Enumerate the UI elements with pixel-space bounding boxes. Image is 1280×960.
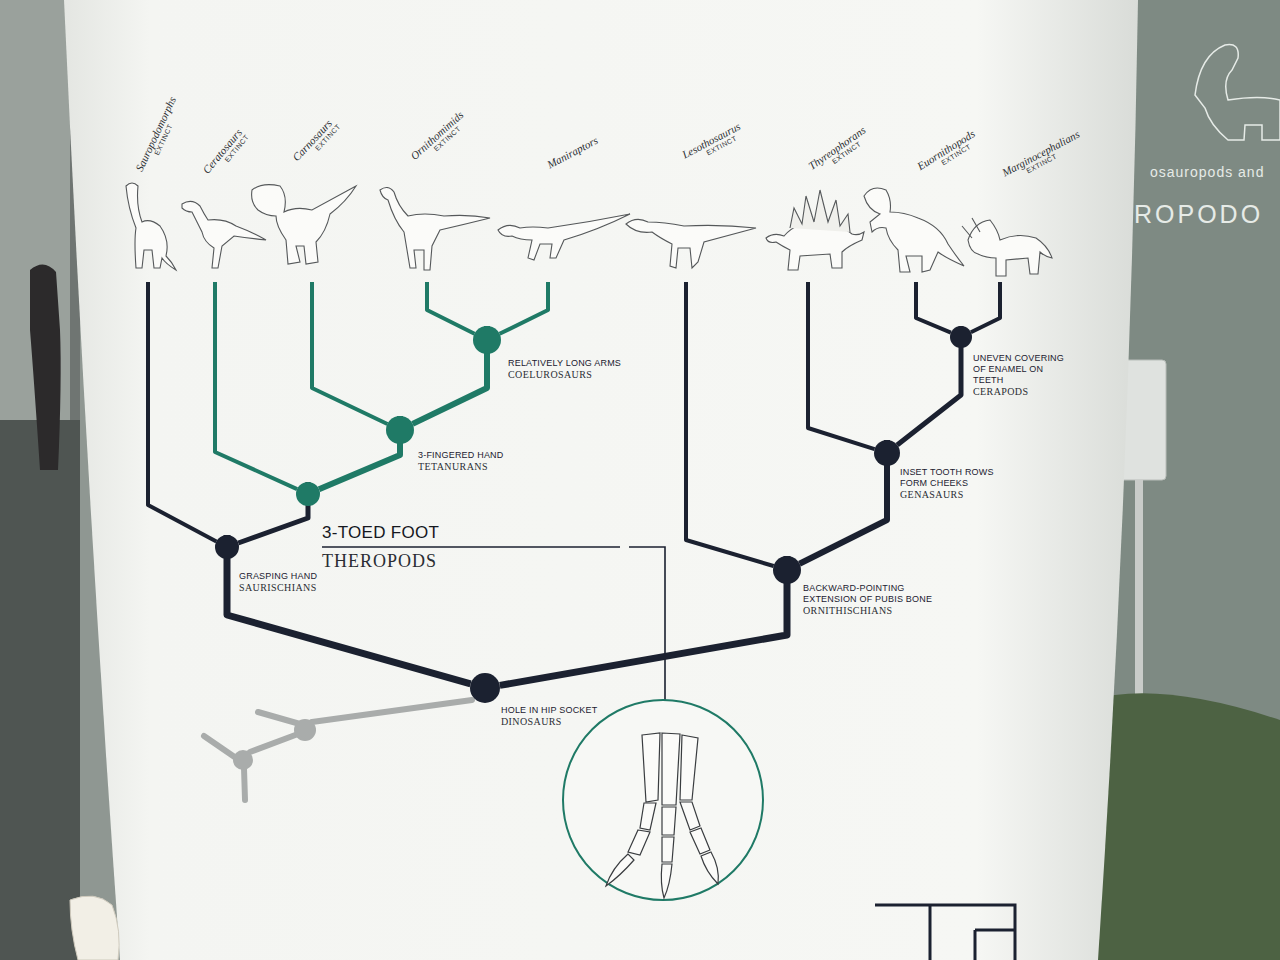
- taxon-label: EuornithopodsEXTINCT: [915, 127, 981, 179]
- trait-text: GRASPING HAND: [239, 571, 359, 582]
- bottom-frame: [875, 905, 1015, 960]
- left-background: [0, 0, 80, 960]
- clade-label: 3-FINGERED HANDTETANURANS: [418, 450, 558, 473]
- taxon-label: ThyreophoransEXTINCT: [806, 124, 872, 179]
- taxon-leaf: CeratosaursEXTINCT: [175, 95, 255, 282]
- taxon-label: SauropodomorphsEXTINCT: [133, 95, 185, 177]
- clade-label: UNEVEN COVERING OF ENAMEL ON TEETHCERAPO…: [973, 353, 1075, 398]
- foot-callout-circle: [563, 700, 763, 900]
- wall-text: osauropods and: [1150, 164, 1264, 180]
- tree-branch: [312, 282, 387, 424]
- taxon-leaf: LesothosaurusEXTINCT: [646, 95, 726, 282]
- tree-branch: [686, 282, 774, 566]
- tree-branch: [500, 282, 548, 334]
- trait-text: HOLE IN HIP SOCKET: [501, 705, 661, 716]
- clade-name: CERAPODS: [973, 386, 1075, 398]
- tree-branch: [500, 556, 787, 685]
- trait-text: UNEVEN COVERING OF ENAMEL ON TEETH: [973, 353, 1075, 386]
- clade-name: GENASAURS: [900, 489, 1005, 501]
- branch-node: GRASPING HANDSAURISCHIANS: [215, 535, 239, 559]
- trait-text: 3-TOED FOOT: [322, 523, 612, 543]
- branch-node: UNEVEN COVERING OF ENAMEL ON TEETHCERAPO…: [950, 326, 972, 348]
- branch-node: 3-TOED FOOTTHEROPODS: [296, 482, 320, 506]
- clade-label: RELATIVELY LONG ARMSCOELUROSAURS: [508, 358, 658, 381]
- outgroup-dot: [233, 750, 253, 770]
- sauropod-outline: [1195, 45, 1280, 140]
- taxon-leaf: SauropodomorphsEXTINCT: [108, 95, 188, 282]
- taxon-leaf: OrnithomimidsEXTINCT: [387, 95, 467, 282]
- taxon-name: Marginocephalians: [1000, 128, 1081, 179]
- tree-branch: [971, 282, 1000, 332]
- clade-label: BACKWARD-POINTING EXTENSION OF PUBIS BON…: [803, 583, 943, 617]
- trait-text: 3-FINGERED HAND: [418, 450, 558, 461]
- trait-text: INSET TOOTH ROWS FORM CHEEKS: [900, 467, 1005, 489]
- clade-label: 3-TOED FOOT THEROPODS: [322, 523, 612, 571]
- taxon-label: CarnosaursEXTINCT: [290, 114, 342, 168]
- taxon-leaf: EuornithopodsEXTINCT: [876, 95, 956, 282]
- taxon-label: LesothosaurusEXTINCT: [680, 120, 746, 168]
- taxon-leaf: CarnosaursEXTINCT: [272, 95, 352, 282]
- trait-text: BACKWARD-POINTING EXTENSION OF PUBIS BON…: [803, 583, 943, 605]
- trait-text: RELATIVELY LONG ARMS: [508, 358, 658, 369]
- fossil-bone: [70, 896, 119, 960]
- foot-bones: [606, 733, 718, 898]
- tree-branch: [916, 282, 951, 333]
- outgroup-dot: [294, 719, 316, 741]
- taxon-label: OrnithomimidsEXTINCT: [408, 108, 471, 167]
- tree-branch: [808, 282, 875, 449]
- taxon-name: Sauropodomorphs: [133, 95, 178, 173]
- tree-branch: [148, 282, 216, 541]
- taxon-leaf: Maniraptors: [508, 95, 588, 282]
- taxon-label: MarginocephaliansEXTINCT: [1000, 128, 1085, 186]
- wall-text: ROPODO: [1134, 200, 1263, 229]
- clade-label: HOLE IN HIP SOCKETDINOSAURS: [501, 705, 661, 728]
- tree-branch: [215, 282, 297, 489]
- taxon-name: Maniraptors: [545, 134, 600, 171]
- clade-name: TETANURANS: [418, 461, 558, 473]
- taxon-leaf: ThyreophoransEXTINCT: [768, 95, 848, 282]
- clade-label: GRASPING HANDSAURISCHIANS: [239, 571, 359, 594]
- left-floor: [0, 420, 80, 960]
- branch-node: BACKWARD-POINTING EXTENSION OF PUBIS BON…: [773, 556, 801, 584]
- clade-name: COELUROSAURS: [508, 369, 658, 381]
- branch-node: HOLE IN HIP SOCKETDINOSAURS: [470, 673, 500, 703]
- tree-branch: [427, 282, 475, 334]
- dinosaur-illustrations: [126, 183, 1052, 276]
- branch-node: RELATIVELY LONG ARMSCOELUROSAURS: [473, 326, 501, 354]
- branch-node: 3-FINGERED HANDTETANURANS: [386, 416, 414, 444]
- clade-name: DINOSAURS: [501, 716, 661, 728]
- clade-label: INSET TOOTH ROWS FORM CHEEKSGENASAURS: [900, 467, 1005, 501]
- visitor-silhouette: [30, 264, 61, 470]
- taxon-label: CeratosaursEXTINCT: [200, 126, 251, 181]
- clade-name: THEROPODS: [322, 551, 612, 571]
- outgroup-branches: [204, 700, 472, 800]
- panel: [64, 0, 1138, 960]
- taxon-leaf: MarginocephaliansEXTINCT: [960, 95, 1040, 282]
- clade-name: ORNITHISCHIANS: [803, 605, 943, 617]
- clade-name: SAURISCHIANS: [239, 582, 359, 594]
- tree-branch: [800, 440, 888, 564]
- branch-node: INSET TOOTH ROWS FORM CHEEKSGENASAURS: [874, 440, 900, 466]
- taxon-label: Maniraptors: [545, 134, 600, 171]
